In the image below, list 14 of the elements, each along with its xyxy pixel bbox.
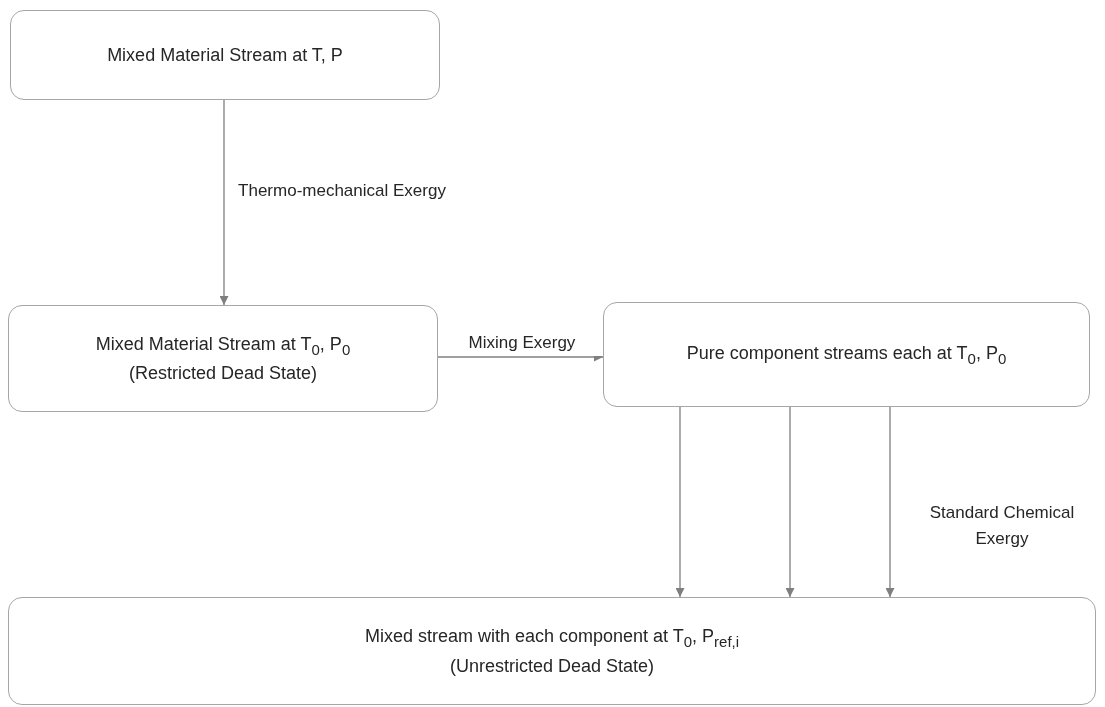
- process-box: [10, 10, 440, 100]
- arrow: [785, 406, 795, 598]
- box-text: Mixed stream with each component at T$_{0}$, P$_{ref,i}$: [364, 625, 740, 652]
- box-text: Mixed Material Stream at T, P: [107, 43, 343, 67]
- arrow: [219, 99, 229, 306]
- process-box: [8, 597, 1096, 705]
- box-text: (Unrestricted Dead State): [449, 654, 655, 678]
- box-text: (Restricted Dead State): [128, 362, 318, 386]
- process-box: [8, 305, 438, 412]
- arrow: [675, 406, 685, 598]
- process-box: [603, 302, 1090, 407]
- box-text: Pure component streams each at T$_{0}$, P$_{0}$: [686, 341, 1007, 369]
- arrow: [885, 406, 895, 598]
- box-text: Mixed Material Stream at T$_{0}$, P$_{0}$: [95, 332, 351, 360]
